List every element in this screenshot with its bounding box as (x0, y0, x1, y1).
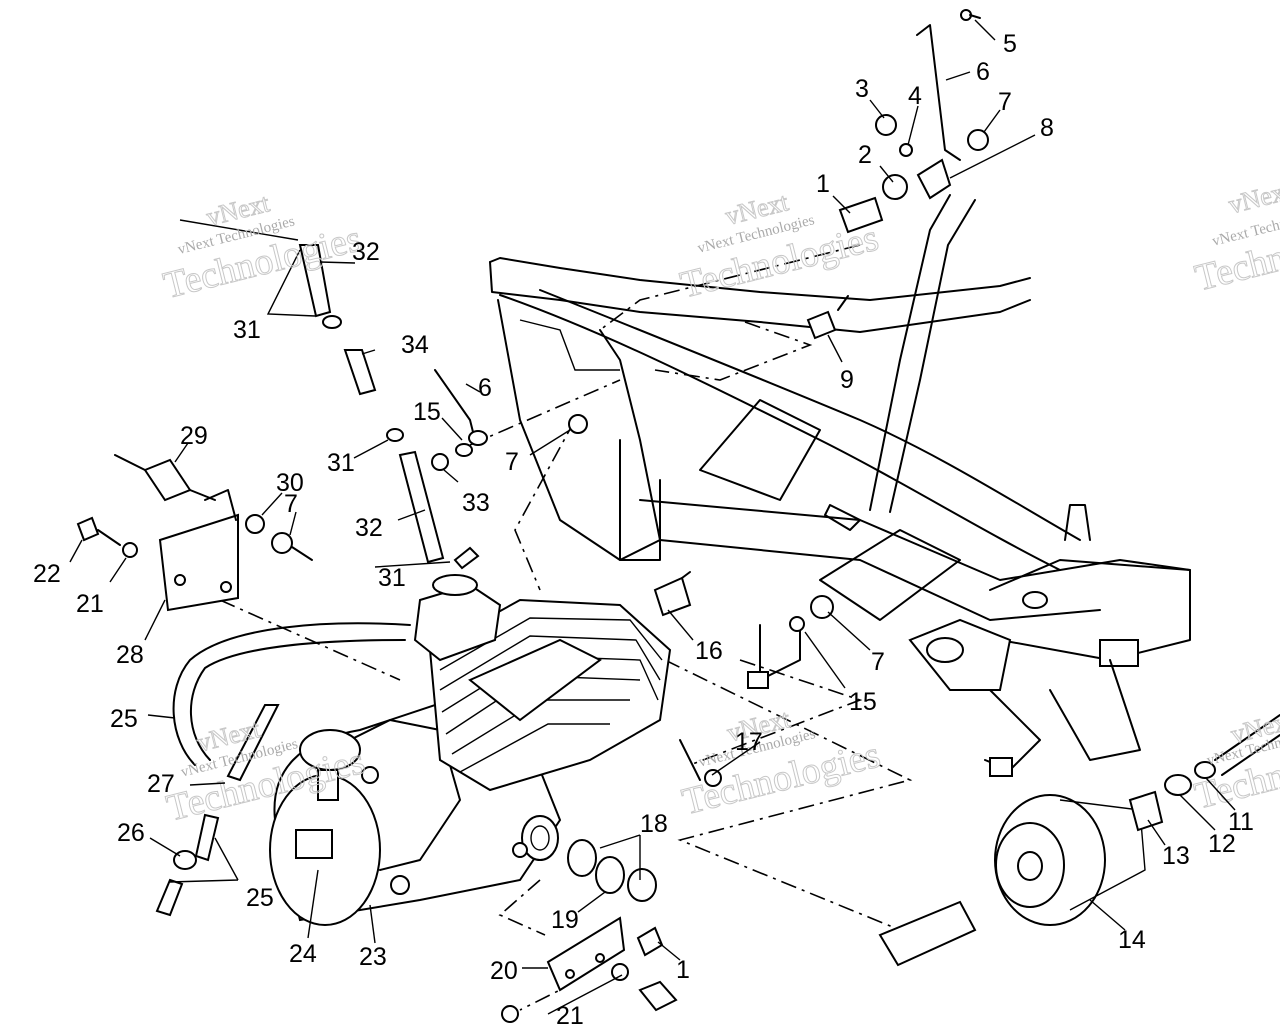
part-label-15: 15 (849, 688, 877, 716)
part-label-28: 28 (116, 641, 144, 669)
part-label-31: 31 (327, 449, 355, 477)
part-label-14: 14 (1118, 926, 1146, 954)
part-label-19: 19 (551, 906, 579, 934)
part-label-31: 31 (378, 564, 406, 592)
part-label-7: 7 (998, 88, 1012, 116)
part-label-33: 33 (462, 489, 490, 517)
callout-leaders (69, 19, 1236, 1015)
part-label-18: 18 (640, 810, 668, 838)
part-label-1: 1 (816, 170, 830, 198)
watermark-top: vNext (1226, 176, 1280, 220)
frame (489, 194, 1191, 777)
part-label-20: 20 (490, 957, 518, 985)
fuel-system (155, 219, 480, 917)
part-label-6: 6 (976, 58, 990, 86)
part-label-17: 17 (735, 728, 763, 756)
part-label-21: 21 (556, 1002, 584, 1024)
part-label-15: 15 (413, 398, 441, 426)
part-label-16: 16 (695, 637, 723, 665)
leader-lines (219, 244, 913, 1011)
part-label-7: 7 (284, 490, 298, 518)
part-label-12: 12 (1208, 830, 1236, 858)
part-label-31: 31 (233, 316, 261, 344)
engine-assembly (269, 574, 672, 926)
part-label-29: 29 (180, 422, 208, 450)
part-label-11: 11 (1228, 808, 1254, 836)
part-label-30: 30 (276, 469, 304, 497)
part-label-9: 9 (840, 366, 854, 394)
part-label-34: 34 (401, 331, 429, 359)
part-label-4: 4 (908, 82, 922, 110)
part-label-8: 8 (1040, 114, 1054, 142)
part-label-3: 3 (855, 75, 869, 103)
part-labels: 1 2 3 4 5 6 7 8 9 11 12 13 14 15 15 16 1… (33, 30, 1254, 1024)
part-label-13: 13 (1162, 842, 1190, 870)
clutch-assembly (878, 714, 1280, 967)
part-label-26: 26 (117, 819, 145, 847)
part-label-32: 32 (355, 514, 383, 542)
hardware (76, 9, 989, 1023)
part-label-24: 24 (289, 940, 317, 968)
part-label-23: 23 (359, 943, 387, 971)
watermark: vNext vNext Technologies Technologies vN… (159, 175, 1280, 830)
part-label-22: 22 (33, 560, 61, 588)
part-label-1: 1 (676, 956, 690, 984)
part-label-25: 25 (246, 884, 274, 912)
part-label-32: 32 (352, 238, 380, 266)
part-label-2: 2 (858, 141, 872, 169)
part-label-7: 7 (505, 448, 519, 476)
part-label-7: 7 (871, 648, 885, 676)
part-label-27: 27 (147, 770, 175, 798)
part-label-5: 5 (1003, 30, 1017, 58)
part-label-25: 25 (110, 705, 138, 733)
part-label-6: 6 (478, 374, 492, 402)
part-label-21: 21 (76, 590, 104, 618)
